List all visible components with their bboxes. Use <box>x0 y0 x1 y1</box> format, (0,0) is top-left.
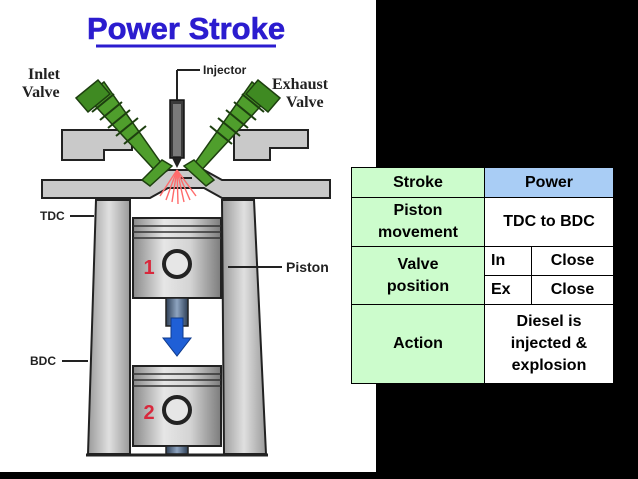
piston-movement-value-cell: TDC to BDC <box>483 197 615 247</box>
down-arrow-icon <box>161 317 193 357</box>
action-value-line-3: explosion <box>511 357 587 374</box>
piston-position-1 <box>132 217 222 327</box>
injector <box>169 99 185 168</box>
bdc-label: BDC <box>30 354 56 368</box>
piston-movement-label-line-1: Piston <box>393 202 443 219</box>
stroke-label-cell: Stroke <box>351 167 485 198</box>
action-value-line-2: injected & <box>510 335 588 352</box>
exhaust-valve-label: Exhaust Valve <box>272 76 332 111</box>
stroke-summary-table: Stroke Power Piston movement TDC to BDC … <box>351 167 615 384</box>
piston-position-2 <box>132 365 222 455</box>
action-value-cell: Diesel is injected & explosion <box>483 304 615 384</box>
piston-movement-label-cell: Piston movement <box>351 197 485 247</box>
exhaust-label-cell: Ex <box>484 275 532 305</box>
exhaust-label: Ex <box>491 281 511 298</box>
cylinder-wall-left <box>86 199 131 455</box>
piston-label: Piston <box>286 259 329 275</box>
stroke-value: Power <box>525 173 574 191</box>
valve-position-label-line-2: position <box>386 277 450 295</box>
position-2-number: 2 <box>143 402 154 424</box>
piston-movement-label-line-2: movement <box>377 224 459 241</box>
action-value-line-1: Diesel is <box>516 313 582 330</box>
action-label: Action <box>393 335 443 352</box>
exhaust-value: Close <box>550 281 595 298</box>
valve-position-label-cell: Valve position <box>351 246 485 305</box>
inlet-value-cell: Close <box>530 246 615 276</box>
inlet-label: In <box>491 252 506 269</box>
piston-movement-value: TDC to BDC <box>503 213 595 230</box>
inlet-value: Close <box>550 252 595 269</box>
inlet-valve <box>74 78 174 187</box>
inlet-valve-label: Inlet Valve <box>22 66 64 101</box>
diagram-title: Power Stroke <box>87 11 285 46</box>
inlet-label-cell: In <box>484 246 532 276</box>
action-label-cell: Action <box>351 304 485 384</box>
tdc-label: TDC <box>40 209 65 223</box>
injector-label: Injector <box>203 63 247 77</box>
fuel-spray <box>159 169 197 205</box>
exhaust-valve <box>182 78 282 187</box>
exhaust-value-cell: Close <box>530 275 615 305</box>
stroke-value-cell: Power <box>483 167 615 198</box>
position-1-number: 1 <box>143 257 154 279</box>
stroke-label: Stroke <box>393 173 443 191</box>
valve-position-label-line-1: Valve <box>397 255 439 273</box>
